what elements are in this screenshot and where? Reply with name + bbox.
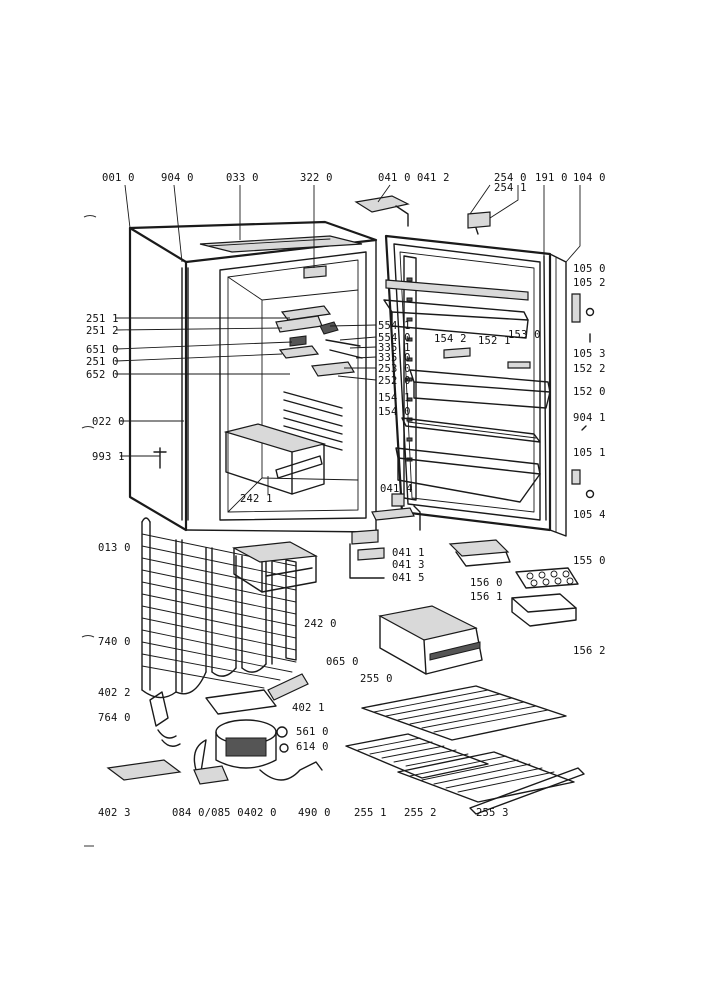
top-hinge bbox=[354, 195, 491, 235]
label-156-1: 156 1 bbox=[470, 591, 503, 603]
label-156-0: 156 0 bbox=[470, 577, 503, 589]
label-105-0: 105 0 bbox=[573, 263, 606, 275]
label-104-0: 104 0 bbox=[573, 172, 606, 184]
label-152-0: 152 0 bbox=[573, 386, 606, 398]
label-490-0: 490 0 bbox=[298, 807, 331, 819]
label-041-2: 041 2 bbox=[417, 172, 450, 184]
label-402-3: 402 3 bbox=[98, 807, 131, 819]
label-242-0: 242 0 bbox=[304, 618, 337, 630]
label-251-2: 251 2 bbox=[86, 325, 119, 337]
leader-lines bbox=[115, 184, 581, 494]
label-335-1: 335 1 bbox=[378, 342, 411, 354]
compressor-group bbox=[106, 673, 323, 785]
label-402-1: 402 1 bbox=[292, 702, 325, 714]
label-993-1: 993 1 bbox=[92, 451, 125, 463]
label-251-0: 251 0 bbox=[86, 356, 119, 368]
label-254-1: 254 1 bbox=[494, 182, 527, 194]
label-554-1: 554 1 bbox=[378, 320, 411, 332]
label-041-0: 041 0 bbox=[378, 172, 411, 184]
label-105-2: 105 2 bbox=[573, 277, 606, 289]
shelves bbox=[345, 685, 585, 815]
label-561-0: 561 0 bbox=[296, 726, 329, 738]
label-904-1: 904 1 bbox=[573, 412, 606, 424]
label-322-0: 322 0 bbox=[300, 172, 333, 184]
label-156-2: 156 2 bbox=[573, 645, 606, 657]
label-153-0: 153 0 bbox=[508, 329, 541, 341]
label-084-0-085-0: 084 0/085 0 bbox=[172, 807, 244, 819]
margin-marks bbox=[81, 215, 97, 847]
cabinet-housing bbox=[128, 220, 378, 533]
label-251-1: 251 1 bbox=[86, 313, 119, 325]
label-022-0: 022 0 bbox=[92, 416, 125, 428]
label-001-0: 001 0 bbox=[102, 172, 135, 184]
label-041-4: 041 4 bbox=[380, 483, 413, 495]
label-904-0: 904 0 bbox=[161, 172, 194, 184]
label-105-4: 105 4 bbox=[573, 509, 606, 521]
label-252-0: 252 0 bbox=[378, 375, 411, 387]
part-number-labels: 001 0 904 0 033 0 322 0 041 0 041 2 254 … bbox=[86, 172, 606, 819]
label-255-1: 255 1 bbox=[354, 807, 387, 819]
label-105-3: 105 3 bbox=[573, 348, 606, 360]
label-402-2: 402 2 bbox=[98, 687, 131, 699]
label-255-2: 255 2 bbox=[404, 807, 437, 819]
label-253-0: 253 0 bbox=[378, 363, 411, 375]
label-041-1: 041 1 bbox=[392, 547, 425, 559]
bottom-hinge bbox=[349, 493, 421, 579]
label-255-3: 255 3 bbox=[476, 807, 509, 819]
label-041-3: 041 3 bbox=[392, 559, 425, 571]
label-255-0: 255 0 bbox=[360, 673, 393, 685]
label-065-0: 065 0 bbox=[326, 656, 359, 668]
accessories bbox=[378, 539, 579, 675]
label-614-0: 614 0 bbox=[296, 741, 329, 753]
label-033-0: 033 0 bbox=[226, 172, 259, 184]
label-041-5: 041 5 bbox=[392, 572, 425, 584]
label-242-1: 242 1 bbox=[240, 493, 273, 505]
label-554-0: 554 0 bbox=[378, 332, 411, 344]
label-152-1: 152 1 bbox=[478, 335, 511, 347]
label-154-2: 154 2 bbox=[434, 333, 467, 345]
label-152-2: 152 2 bbox=[573, 363, 606, 375]
label-335-0: 335 0 bbox=[378, 352, 411, 364]
label-254-0: 254 0 bbox=[494, 172, 527, 184]
condenser-coil bbox=[141, 517, 318, 699]
label-154-1: 154 1 bbox=[378, 392, 411, 404]
label-155-0: 155 0 bbox=[573, 555, 606, 567]
label-191-0: 191 0 bbox=[535, 172, 568, 184]
label-740-0: 740 0 bbox=[98, 636, 131, 648]
label-652-0: 652 0 bbox=[86, 369, 119, 381]
door-assembly bbox=[383, 234, 595, 537]
label-105-1: 105 1 bbox=[573, 447, 606, 459]
label-013-0: 013 0 bbox=[98, 542, 131, 554]
label-651-0: 651 0 bbox=[86, 344, 119, 356]
label-402-0: 402 0 bbox=[244, 807, 277, 819]
label-764-0: 764 0 bbox=[98, 712, 131, 724]
label-154-0: 154 0 bbox=[378, 406, 411, 418]
